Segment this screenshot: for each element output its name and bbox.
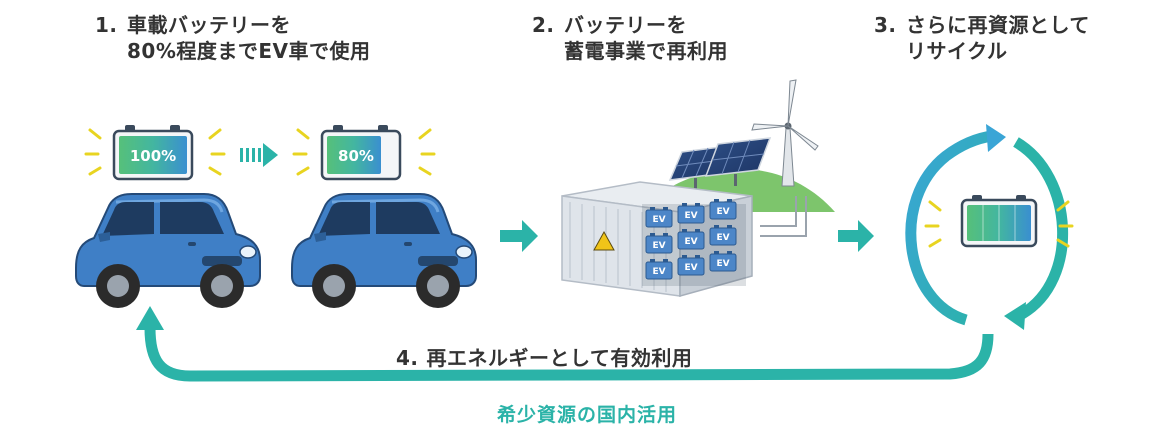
ev-car-icon-1 xyxy=(74,192,262,310)
ev-module-label: EV xyxy=(716,207,729,217)
step-3-line2: リサイクル xyxy=(906,39,1008,63)
ev-module-label: EV xyxy=(684,211,697,221)
ev-module-label: EV xyxy=(652,241,665,251)
step-1-number: 1. xyxy=(95,13,118,37)
step-3-line1: さらに再資源として xyxy=(906,13,1090,37)
step-3-number: 3. xyxy=(874,13,897,37)
ev-module-label: EV xyxy=(716,259,729,269)
transition-arrow-icon xyxy=(240,143,278,167)
step-2-line2: 蓄電事業で再利用 xyxy=(564,39,728,63)
ev-module-label: EV xyxy=(684,263,697,273)
ev-module-label: EV xyxy=(684,237,697,247)
step-4-label: 4. 再エネルギーとして有効利用 xyxy=(396,345,692,371)
step-2-label: 2. バッテリーを 蓄電事業で再利用 xyxy=(532,12,728,64)
ev-module-label: EV xyxy=(652,215,665,225)
energy-storage-facility-icon: EV EV EV EV EV EV EV EV EV xyxy=(561,79,835,297)
step-1-line1: 車載バッテリーを xyxy=(127,13,291,37)
return-loop-arrow xyxy=(136,306,994,382)
step-1-line2: 80%程度までEV車で使用 xyxy=(127,39,371,63)
wind-turbine-icon xyxy=(751,79,819,187)
solar-panel-icon xyxy=(668,137,772,190)
recycle-cycle-icon xyxy=(905,124,1074,330)
ev-car-icon-2 xyxy=(290,192,478,310)
tagline: 希少資源の国内活用 xyxy=(496,404,677,426)
arrow-right-icon-2 xyxy=(838,220,874,252)
ev-module-grid: EV EV EV EV EV EV EV EV EV xyxy=(645,198,737,280)
step-4-number: 4. xyxy=(396,346,419,370)
step-2-line1: バッテリーを xyxy=(564,13,687,37)
battery-full-icon: 100% xyxy=(84,125,226,181)
ev-module-label: EV xyxy=(716,233,729,243)
step-4-line1: 再エネルギーとして有効利用 xyxy=(426,346,693,370)
step-3-label: 3. さらに再資源として リサイクル xyxy=(874,12,1090,64)
battery-level-80: 80% xyxy=(338,147,374,165)
ev-module-label: EV xyxy=(652,267,665,277)
step-2-number: 2. xyxy=(532,13,555,37)
battery-level-100: 100% xyxy=(130,147,176,165)
battery-80-icon: 80% xyxy=(292,125,436,181)
arrow-right-icon-1 xyxy=(500,220,538,252)
step-1-label: 1. 車載バッテリーを 80%程度までEV車で使用 xyxy=(95,12,371,64)
